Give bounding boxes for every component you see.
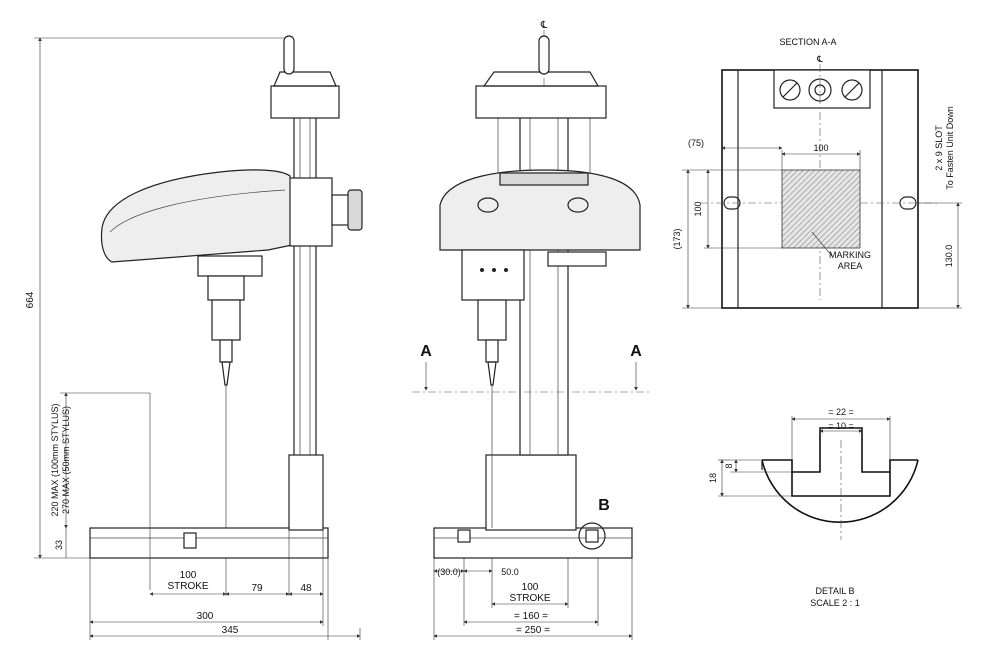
front-marking-head-housing [439,169,641,251]
section-aa-centerline-symbol: ℄ [816,54,823,64]
dim-664: 664 [25,291,36,308]
detail-b-title: DETAIL B [815,586,854,596]
marking-area-label-line1: MARKING [829,250,871,260]
dim-33: 33 [54,540,64,550]
detail-b-callout-label: B [598,497,610,514]
dim-10: = 10 = [828,421,854,431]
front-centerline-symbol: ℄ [540,20,548,31]
detail-b-callout-circle [578,522,606,550]
dim-100-height: 100 [693,201,703,216]
side-column [293,116,317,458]
dim-8: 8 [724,463,734,468]
side-stroke-label: STROKE [167,581,208,592]
dim-220-max: 220 MAX (100mm STYLUS) [50,403,60,516]
side-column-sleeve [288,454,324,531]
dim-160: = 160 = [514,611,548,622]
dim-48: 48 [300,583,312,594]
front-column-sleeve [485,454,577,531]
dim-130: 130.0 [944,245,954,268]
detail-b-outline [761,459,919,523]
section-aa-screw-plate [773,69,871,109]
dim-22: = 22 = [828,407,854,417]
front-stroke-label: STROKE [509,593,550,604]
side-carriage [289,177,333,247]
side-top-cap [270,85,340,119]
front-top-cap [475,85,607,119]
side-base-plate [89,527,329,559]
detail-b-scale: SCALE 2 : 1 [810,598,860,608]
side-stroke-value: 100 [180,570,197,581]
section-aa-title: SECTION A-A [779,37,836,47]
side-marking-head-housing [100,169,293,263]
marking-area [781,169,861,249]
section-aa-view: SECTION A-A ℄ MARKING AREA 100 (75) 100 [672,37,962,309]
dim-100-width: 100 [813,143,828,153]
dim-250: = 250 = [516,625,550,636]
detail-b-view: = 22 = = 10 = 8 18 DETAIL B SCALE 2 : 1 [708,407,919,608]
dim-75: (75) [688,138,704,148]
slot-note-line2: To Fasten Unit Down [945,106,955,190]
dim-79: 79 [251,583,263,594]
dim-345: 345 [222,625,239,636]
dim-30: (30.0) [437,567,461,577]
front-stroke-value: 100 [522,582,539,593]
side-view: 664 220 MAX (100mm STYLUS) 270 MAX (50mm… [25,35,363,640]
dim-300: 300 [197,611,214,622]
marking-area-label-line2: AREA [838,261,863,271]
section-mark-left: A [420,343,432,360]
dim-173: (173) [672,228,682,249]
dim-18: 18 [708,473,718,483]
dim-50: 50.0 [501,567,519,577]
section-mark-right: A [630,343,642,360]
front-column [519,109,569,456]
side-mechanism [197,255,263,277]
front-view: ℄ A A [412,20,650,640]
slot-note-line1: 2 x 9 SLOT [934,125,944,171]
front-mechanism [461,249,525,301]
dim-270-max: 270 MAX (50mm STYLUS) [61,406,71,514]
side-clamp-knob [347,189,363,231]
